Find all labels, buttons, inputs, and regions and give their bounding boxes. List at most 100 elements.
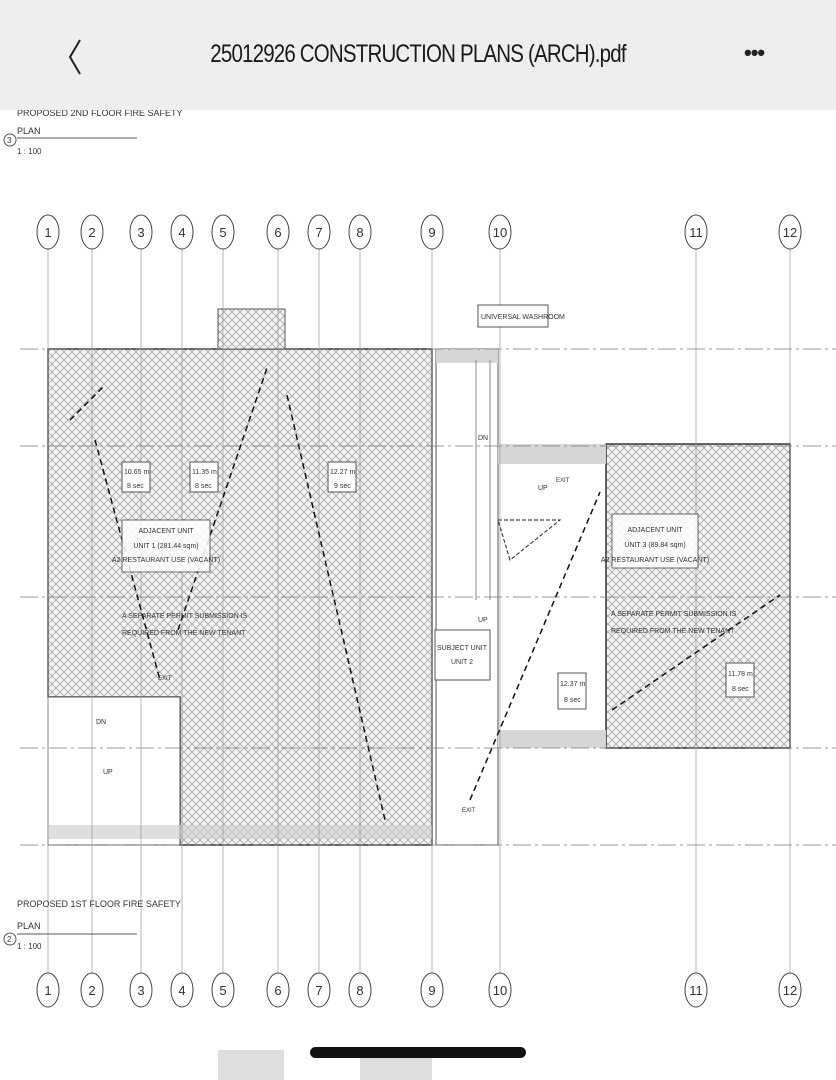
home-indicator[interactable] xyxy=(310,1047,526,1058)
grid-label: 12 xyxy=(783,983,797,998)
grid-bubble xyxy=(307,972,331,1008)
grid-label: 10 xyxy=(493,225,507,240)
grid-bubble xyxy=(420,972,444,1008)
grid-label: 7 xyxy=(315,225,322,240)
grid-bubble xyxy=(778,972,802,1008)
svg-text:8 sec: 8 sec xyxy=(127,483,144,490)
grid-bubble xyxy=(684,972,708,1008)
svg-text:UNIT 1 (281.44 sqm): UNIT 1 (281.44 sqm) xyxy=(133,543,198,550)
grid-bubble xyxy=(36,972,60,1008)
grid-bubble xyxy=(307,214,331,250)
svg-text:DN: DN xyxy=(478,435,488,442)
svg-text:UNIT 2: UNIT 2 xyxy=(451,659,473,666)
svg-text:3: 3 xyxy=(7,136,12,145)
svg-text:PROPOSED 2ND FLOOR FIRE SAFETY: PROPOSED 2ND FLOOR FIRE SAFETY xyxy=(17,108,183,118)
svg-text:PROPOSED 1ST FLOOR FIRE SAFETY: PROPOSED 1ST FLOOR FIRE SAFETY xyxy=(17,899,181,909)
hatched-areas xyxy=(47,308,791,846)
svg-text:8 sec: 8 sec xyxy=(564,697,581,704)
bottom-plan-title-block: PROPOSED 1ST FLOOR FIRE SAFETY 2 PLAN 1 … xyxy=(3,899,181,951)
svg-text:A2 RESTAURANT USE (VACANT): A2 RESTAURANT USE (VACANT) xyxy=(112,557,220,564)
grid-label: 2 xyxy=(88,225,95,240)
svg-text:EXIT: EXIT xyxy=(556,478,570,484)
grid-bubble xyxy=(266,214,290,250)
grid-label: 6 xyxy=(274,225,281,240)
grid-bubble xyxy=(170,972,194,1008)
grid-label: 5 xyxy=(219,983,226,998)
svg-text:UP: UP xyxy=(478,617,488,624)
svg-text:UP: UP xyxy=(538,485,548,492)
grid-bubble xyxy=(266,972,290,1008)
svg-text:11.35 m: 11.35 m xyxy=(192,469,217,476)
svg-text:12.37 m: 12.37 m xyxy=(560,681,585,688)
svg-text:A SEPARATE PERMIT SUBMISSION I: A SEPARATE PERMIT SUBMISSION IS xyxy=(611,611,737,618)
grid-label: 9 xyxy=(428,225,435,240)
svg-text:ADJACENT UNIT: ADJACENT UNIT xyxy=(627,527,683,534)
svg-text:10.65 m: 10.65 m xyxy=(124,469,149,476)
grid-label: 6 xyxy=(274,983,281,998)
grid-bubble xyxy=(778,214,802,250)
svg-text:REQUIRED FROM THE NEW TENANT: REQUIRED FROM THE NEW TENANT xyxy=(122,630,246,637)
svg-text:SUBJECT UNIT: SUBJECT UNIT xyxy=(437,645,488,652)
svg-text:9 sec: 9 sec xyxy=(334,483,351,490)
svg-text:11.78 m: 11.78 m xyxy=(728,671,753,678)
svg-text:ADJACENT UNIT: ADJACENT UNIT xyxy=(138,528,194,535)
grid-label: 5 xyxy=(219,225,226,240)
svg-text:EXIT: EXIT xyxy=(462,808,476,814)
ellipsis-icon[interactable]: ••• xyxy=(744,40,765,65)
svg-text:1 : 100: 1 : 100 xyxy=(17,147,42,156)
svg-text:8 sec: 8 sec xyxy=(195,483,212,490)
grid-label: 4 xyxy=(178,225,185,240)
grid-label: 1 xyxy=(44,983,51,998)
svg-text:DN: DN xyxy=(96,719,106,726)
document-title: 25012926 CONSTRUCTION PLANS (ARCH).pdf xyxy=(210,40,626,68)
grid-label: 1 xyxy=(44,225,51,240)
grid-bubble xyxy=(488,214,512,250)
grid-lines xyxy=(20,348,836,846)
svg-text:12.27 m: 12.27 m xyxy=(330,469,355,476)
grid-label: 7 xyxy=(315,983,322,998)
grid-label: 11 xyxy=(689,225,703,240)
grid-label: 3 xyxy=(137,225,144,240)
grid-bubble xyxy=(420,214,444,250)
grid-bubble xyxy=(129,972,153,1008)
grid-label: 8 xyxy=(356,225,363,240)
chevron-left-icon[interactable] xyxy=(60,34,90,80)
grid-bubble xyxy=(129,214,153,250)
drawing-fragment xyxy=(360,1055,432,1080)
grid-bubble xyxy=(211,214,235,250)
svg-text:A SEPARATE PERMIT SUBMISSION I: A SEPARATE PERMIT SUBMISSION IS xyxy=(122,613,248,620)
grid-bubble xyxy=(348,214,372,250)
grid-bubble xyxy=(170,214,194,250)
annotations: UNIVERSAL WASHROOM 10.65 m 8 sec 11.35 m 8… xyxy=(96,304,755,814)
svg-text:PLAN: PLAN xyxy=(17,921,41,931)
grid-bubble xyxy=(684,214,708,250)
grid-label: 9 xyxy=(428,983,435,998)
svg-text:PLAN: PLAN xyxy=(17,126,41,136)
svg-text:8 sec: 8 sec xyxy=(732,686,749,693)
svg-text:A2 RESTAURANT USE (VACANT): A2 RESTAURANT USE (VACANT) xyxy=(601,557,709,564)
grid-bubble xyxy=(36,214,60,250)
grid-bubble xyxy=(348,972,372,1008)
grid-label: 2 xyxy=(88,983,95,998)
drawing-fragment xyxy=(218,1050,284,1080)
svg-text:EXIT: EXIT xyxy=(158,676,172,682)
svg-text:UNIVERSAL WASHROOM: UNIVERSAL WASHROOM xyxy=(481,314,565,321)
svg-text:UP: UP xyxy=(103,769,113,776)
grid-label: 10 xyxy=(493,983,507,998)
svg-text:1 : 100: 1 : 100 xyxy=(17,942,42,951)
grid-bubble xyxy=(488,972,512,1008)
top-plan-title-block: PROPOSED 2ND FLOOR FIRE SAFETY 3 PLAN 1 … xyxy=(3,108,183,156)
grid-bubble xyxy=(211,972,235,1008)
svg-text:UNIT 3 (89.84 sqm): UNIT 3 (89.84 sqm) xyxy=(624,542,685,549)
grid-bubble xyxy=(80,972,104,1008)
grid-label: 8 xyxy=(356,983,363,998)
grid-label: 11 xyxy=(689,983,703,998)
svg-text:2: 2 xyxy=(7,935,12,944)
pdf-viewer-header: 25012926 CONSTRUCTION PLANS (ARCH).pdf •… xyxy=(0,0,836,110)
grid-label: 4 xyxy=(178,983,185,998)
grid-label: 3 xyxy=(137,983,144,998)
grid-bubble xyxy=(80,214,104,250)
grid-label: 12 xyxy=(783,225,797,240)
